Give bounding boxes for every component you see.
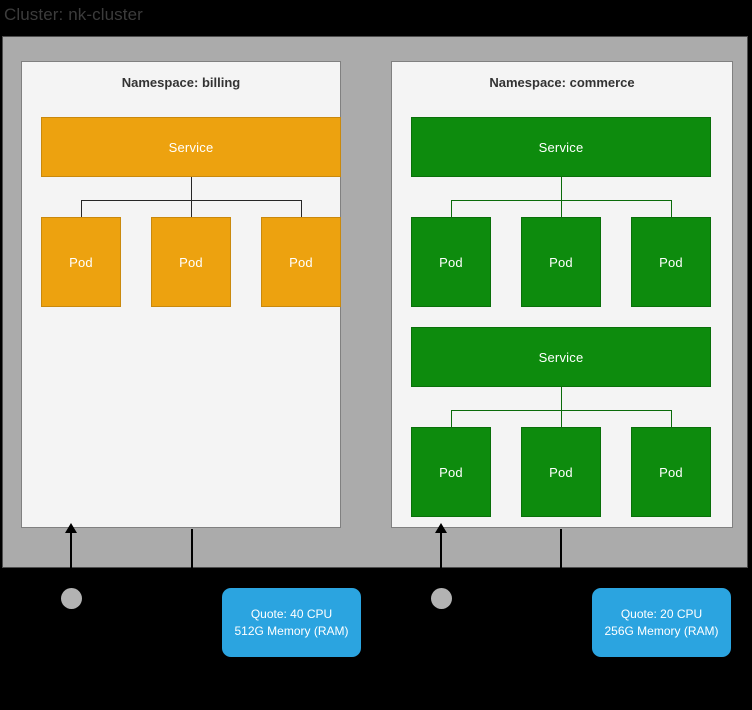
quote-callout-1[interactable]: Quote: 40 CPU 512G Memory (RAM) xyxy=(222,588,361,657)
quote-callout-1-line2: 512G Memory (RAM) xyxy=(234,623,349,638)
node-arrow-head-1 xyxy=(65,523,77,533)
quote-callout-2[interactable]: Quote: 20 CPU 256G Memory (RAM) xyxy=(592,588,731,657)
pod-box-billing-1-3[interactable]: Pod xyxy=(261,217,341,307)
band-separator-1 xyxy=(191,529,193,568)
connector-drop-billing-1-pod-1 xyxy=(81,200,82,217)
namespace-billing-title: Namespace: billing xyxy=(121,75,241,90)
pod-box-commerce-2-1[interactable]: Pod xyxy=(411,427,491,517)
pod-box-commerce-2-2[interactable]: Pod xyxy=(521,427,601,517)
connector-service-trunk-commerce-2 xyxy=(561,387,562,427)
connector-drop-commerce-2-pod-1 xyxy=(451,410,452,427)
connector-drop-billing-1-pod-2 xyxy=(191,200,192,217)
connector-drop-commerce-1-pod-2 xyxy=(561,200,562,217)
connector-drop-commerce-2-pod-2 xyxy=(561,410,562,427)
node-arrow-head-2 xyxy=(435,523,447,533)
connector-service-trunk-commerce-1 xyxy=(561,177,562,217)
band-separator-2 xyxy=(560,529,562,568)
pod-box-commerce-1-2[interactable]: Pod xyxy=(521,217,601,307)
connector-drop-billing-1-pod-3 xyxy=(301,200,302,217)
pod-box-commerce-1-1[interactable]: Pod xyxy=(411,217,491,307)
quote-callout-1-line1: Quote: 40 CPU xyxy=(250,606,333,621)
service-box-billing-1[interactable]: Service xyxy=(41,117,341,177)
service-box-commerce-1[interactable]: Service xyxy=(411,117,711,177)
pod-box-commerce-1-3[interactable]: Pod xyxy=(631,217,711,307)
pod-box-commerce-2-3[interactable]: Pod xyxy=(631,427,711,517)
connector-service-trunk-billing-1 xyxy=(191,177,192,217)
namespace-commerce-title: Namespace: commerce xyxy=(489,75,635,90)
pod-box-billing-1-2[interactable]: Pod xyxy=(151,217,231,307)
quote-callout-2-line1: Quote: 20 CPU xyxy=(620,606,703,621)
connector-drop-commerce-1-pod-3 xyxy=(671,200,672,217)
service-box-commerce-2[interactable]: Service xyxy=(411,327,711,387)
node-dot-1[interactable] xyxy=(61,588,82,609)
page-title: Cluster: nk-cluster xyxy=(4,5,143,24)
connector-drop-commerce-2-pod-3 xyxy=(671,410,672,427)
node-arrow-stem-1 xyxy=(70,531,72,568)
connector-drop-commerce-1-pod-1 xyxy=(451,200,452,217)
node-dot-2[interactable] xyxy=(431,588,452,609)
quote-callout-2-line2: 256G Memory (RAM) xyxy=(604,623,719,638)
pod-box-billing-1-1[interactable]: Pod xyxy=(41,217,121,307)
node-arrow-stem-2 xyxy=(440,531,442,568)
